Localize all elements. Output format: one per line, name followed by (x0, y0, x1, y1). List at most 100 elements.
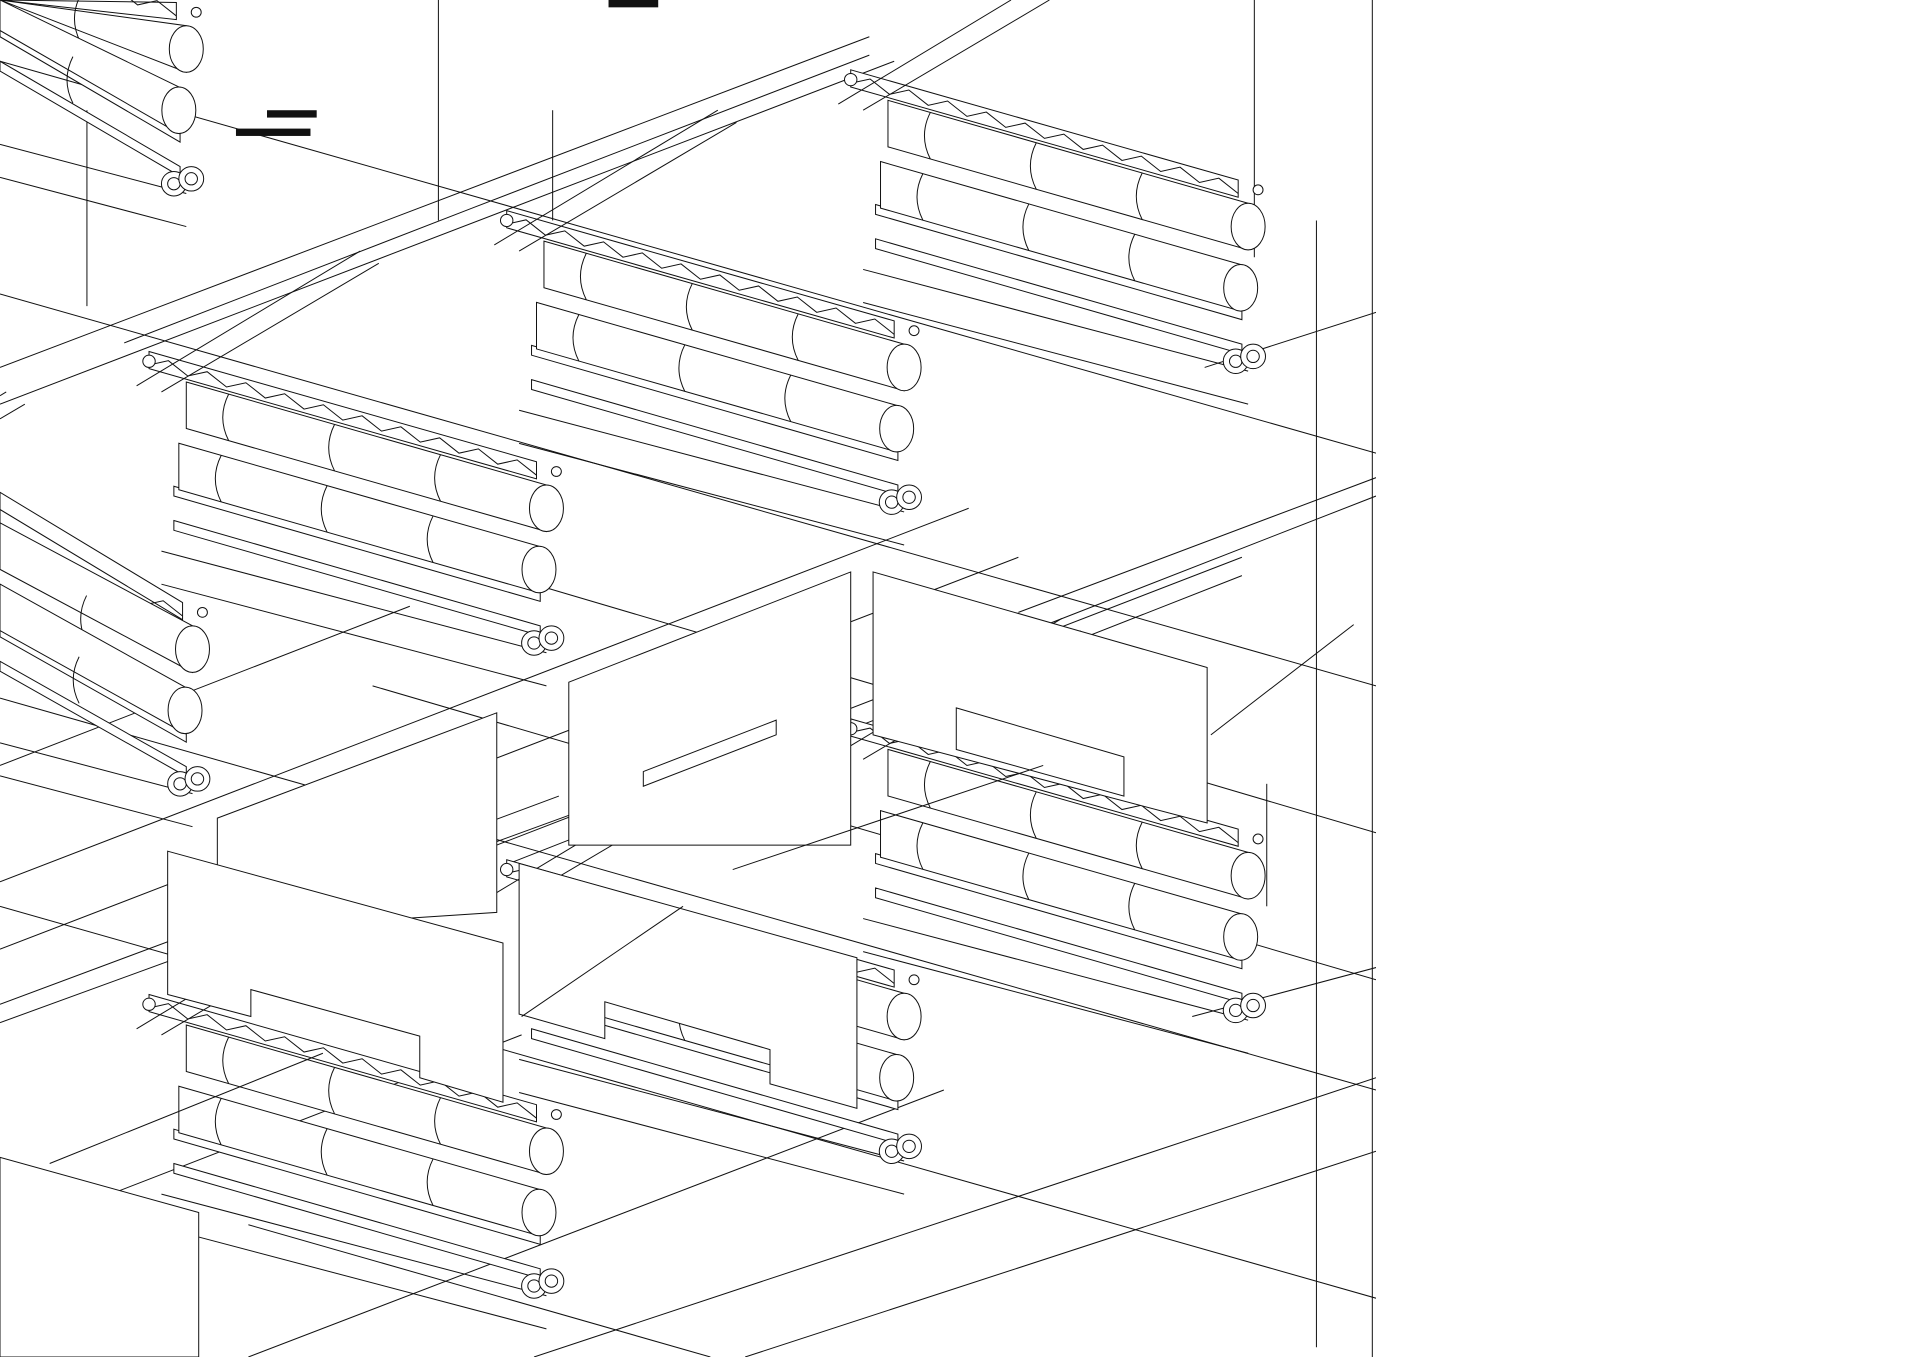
node (909, 326, 919, 336)
line (1211, 625, 1354, 735)
line (522, 906, 683, 1016)
line (0, 294, 1376, 686)
pipe-end (880, 405, 914, 452)
small-pipe-bore (545, 632, 557, 644)
pipe-joint (215, 455, 221, 502)
line (863, 303, 1248, 405)
pipe-joint (67, 57, 73, 104)
pipe-joint (329, 1067, 335, 1114)
pipe-end (162, 87, 196, 134)
pipe-joint (917, 823, 923, 870)
small-pipe-bore (185, 173, 197, 185)
pipe-end (1224, 914, 1258, 961)
pipe-joint (223, 394, 229, 441)
truss-chord (0, 492, 183, 619)
truss-web (149, 361, 536, 476)
panel-face (519, 863, 857, 1108)
line (733, 765, 1043, 869)
panel-cutout (643, 720, 776, 786)
line (519, 1092, 904, 1194)
line (248, 1090, 943, 1357)
vent-slot (235, 128, 311, 136)
node (143, 355, 155, 367)
line (1018, 478, 1376, 613)
line (0, 776, 192, 827)
node (551, 467, 561, 477)
line (161, 263, 378, 392)
pipe-joint (435, 455, 441, 502)
line (161, 1227, 546, 1329)
node (551, 1110, 561, 1120)
small-pipe-bore (903, 491, 915, 503)
pipe-joint (679, 345, 685, 392)
line (519, 1059, 904, 1161)
small-pipe-end (539, 626, 564, 650)
line (0, 177, 186, 226)
pipe-joint (1023, 853, 1029, 900)
pipe-joint (1129, 234, 1135, 281)
background-frames (87, 0, 1376, 1357)
partition-panel (873, 572, 1207, 823)
line (50, 1053, 323, 1163)
small-pipe-end (185, 767, 210, 791)
pipe-joint (427, 1159, 433, 1206)
small-pipe-end (539, 1269, 564, 1293)
pipe-end (529, 1128, 563, 1175)
node (143, 998, 155, 1010)
pipe-end (1224, 265, 1258, 312)
partition-panel (569, 572, 851, 845)
node (845, 73, 857, 85)
line (248, 1225, 710, 1357)
pipe-end (522, 546, 556, 593)
small-pipe-bore (191, 773, 203, 785)
truss-chord (0, 0, 176, 20)
line (0, 61, 894, 404)
line (494, 110, 718, 245)
line (838, 0, 1011, 104)
line (745, 1151, 1376, 1357)
small-pipe-bore (1247, 350, 1259, 362)
line (472, 55, 869, 208)
partition-panel (0, 1157, 199, 1357)
pipe-bundle (0, 0, 204, 227)
line (863, 919, 1248, 1021)
pipe (888, 100, 1265, 250)
line (0, 392, 6, 396)
node (1253, 834, 1263, 844)
line (0, 404, 25, 419)
pipe (881, 162, 1258, 312)
line (0, 508, 969, 882)
node (500, 863, 512, 875)
panel-face (168, 851, 503, 1102)
small-pipe-end (1241, 344, 1266, 368)
small-pipe-end (897, 1134, 922, 1158)
small-pipe-end (897, 485, 922, 509)
pipe (544, 241, 921, 391)
pipe-joint (73, 657, 79, 704)
pipe-bundle (0, 392, 210, 827)
pipe-end (168, 687, 202, 734)
pipe-end (169, 26, 203, 73)
pipe-end (887, 344, 921, 391)
tension-cables (50, 625, 1354, 1164)
line (161, 1194, 546, 1296)
pipe (881, 811, 1258, 961)
node (909, 975, 919, 985)
pipe-joint (1030, 792, 1036, 839)
node (191, 7, 201, 17)
pipe (0, 0, 196, 133)
small-pipe-end (179, 167, 204, 191)
pipe-joint (223, 1037, 229, 1084)
node (1253, 185, 1263, 195)
pipe-end (887, 993, 921, 1040)
pipe-end (176, 626, 210, 673)
pipe-joint (580, 253, 586, 300)
line (0, 606, 410, 765)
pipe-joint (1136, 822, 1142, 869)
line (0, 144, 186, 193)
line (519, 410, 904, 512)
line (534, 1078, 1376, 1357)
pipe-joint (435, 1098, 441, 1145)
vent-slot (267, 110, 317, 118)
pipe-end (1231, 203, 1265, 250)
